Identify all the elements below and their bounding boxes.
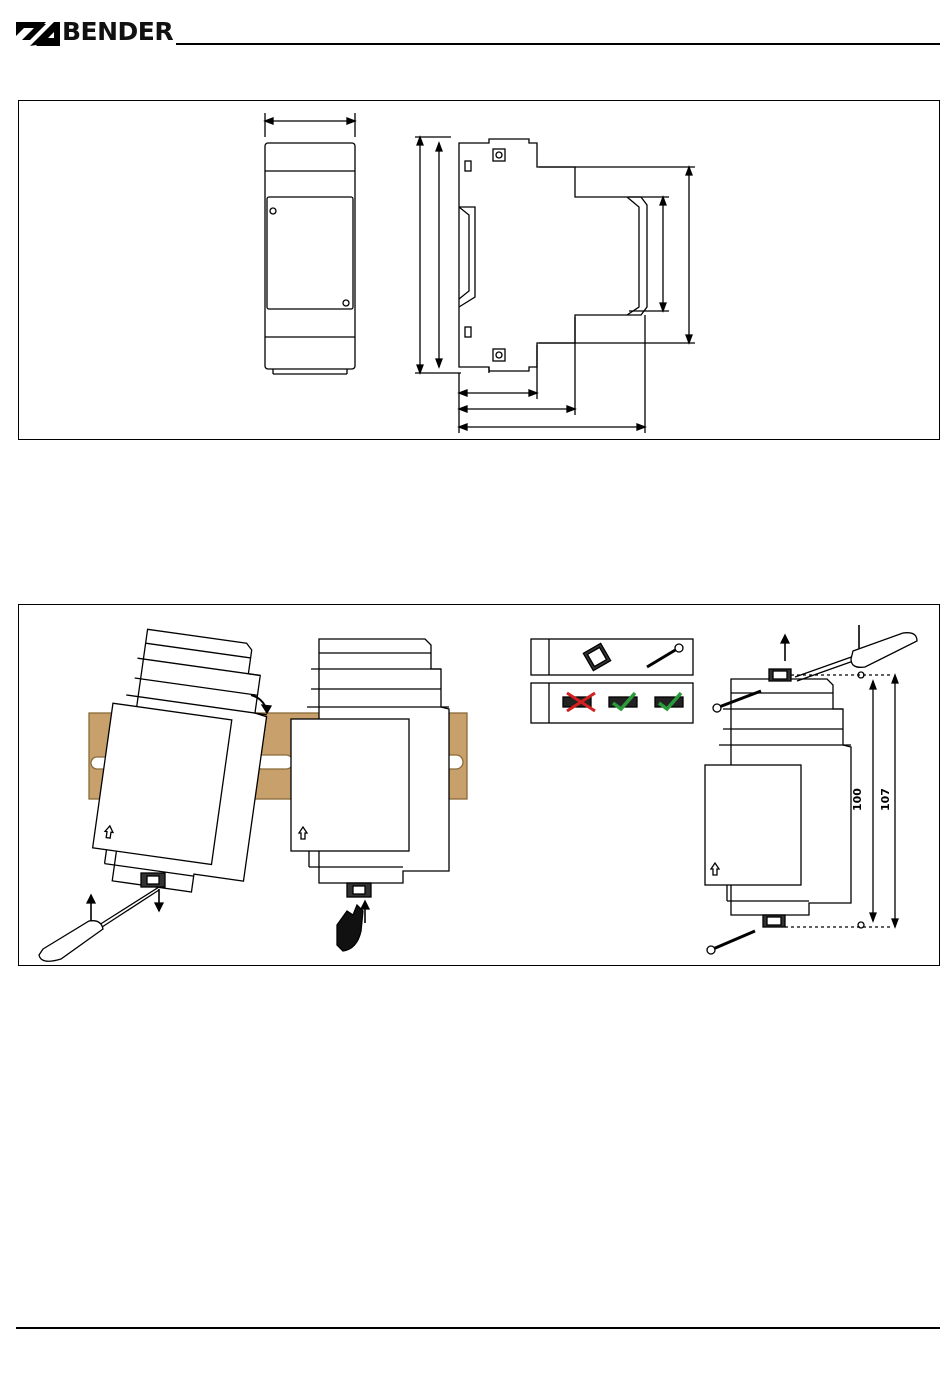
dimension-label-100: 100 bbox=[851, 788, 864, 811]
front-view bbox=[265, 113, 355, 374]
side-view bbox=[415, 137, 695, 433]
device-tilted bbox=[88, 626, 276, 899]
footer-rule bbox=[16, 1327, 940, 1329]
brand-name: BENDER bbox=[62, 16, 173, 48]
device-mounted bbox=[291, 639, 449, 951]
header-rule bbox=[176, 43, 940, 45]
mounting-illustration: 100 107 bbox=[19, 605, 941, 967]
mounting-illustration-frame: 100 107 bbox=[18, 604, 940, 966]
dimension-drawing-frame bbox=[18, 100, 940, 440]
dimension-label-107: 107 bbox=[879, 788, 892, 811]
bender-logo-icon bbox=[16, 18, 60, 50]
dimension-drawing bbox=[19, 101, 941, 441]
screw-type-table bbox=[531, 639, 693, 723]
hand-icon bbox=[337, 905, 363, 951]
